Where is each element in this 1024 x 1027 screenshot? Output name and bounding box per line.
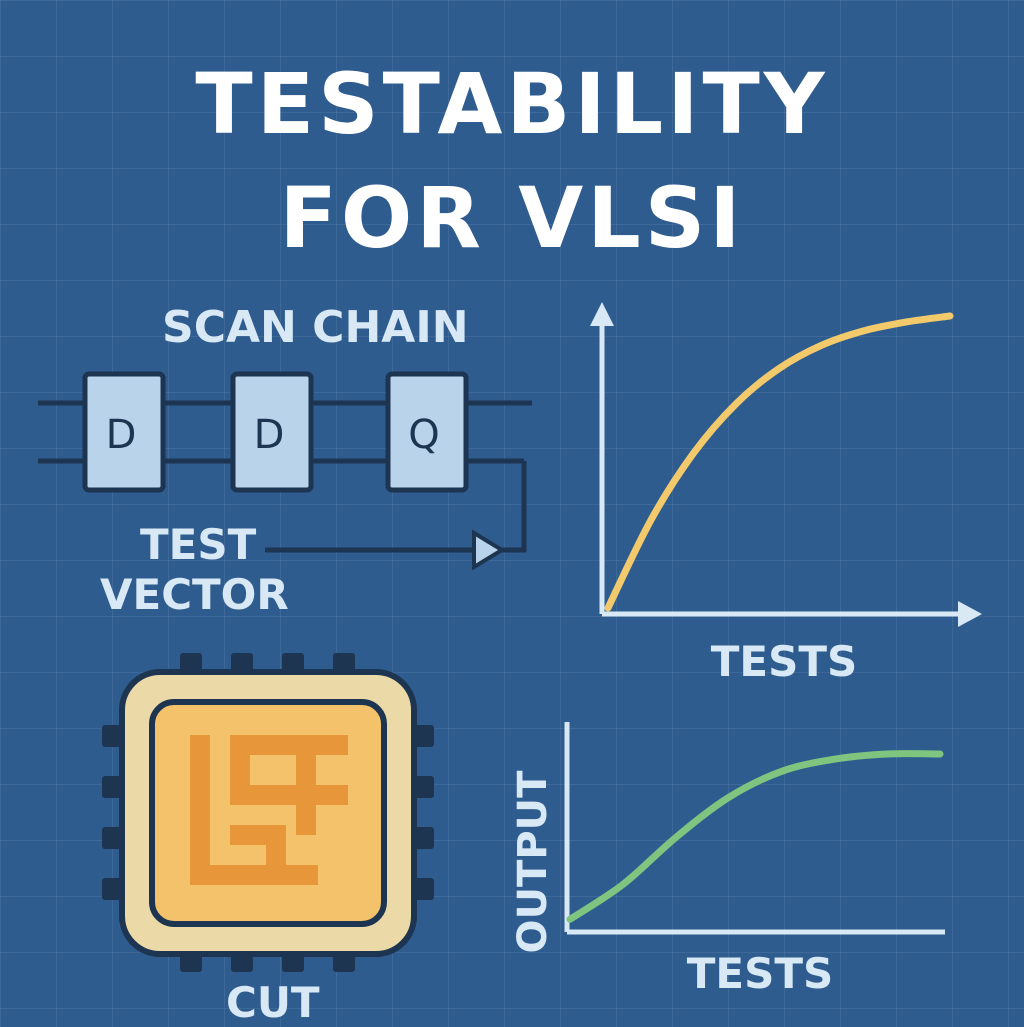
flip-flop-3: Q [385,371,469,493]
test-vector-arrow [472,529,506,571]
chart-2-x-label: TESTS [687,949,834,998]
flip-flop-1-letter: D [106,412,137,458]
chart-2-y-label: OUTPUT [510,770,556,954]
flip-flop-2-letter: D [254,412,285,458]
flip-flop-3-letter: Q [408,412,439,458]
chip-circuit-pattern [190,735,348,885]
title-line-1: TESTABILITY [195,55,829,153]
chart-1-x-arrow [958,601,982,627]
flip-flop-1: D [82,371,166,493]
title-line-2: FOR VLSI [279,169,745,267]
test-vector-label-line1: TEST [140,520,257,569]
chip-label: CUT [226,978,320,1027]
chart-1-x-label: TESTS [711,637,858,686]
scan-chain-label: SCAN CHAIN [162,302,469,353]
flip-flop-2: D [230,371,314,493]
chart-2-series-line [566,750,944,923]
chart-1-series-line [604,312,954,612]
chart-1-y-arrow [590,302,614,326]
test-vector-label-line2: VECTOR [100,570,289,619]
